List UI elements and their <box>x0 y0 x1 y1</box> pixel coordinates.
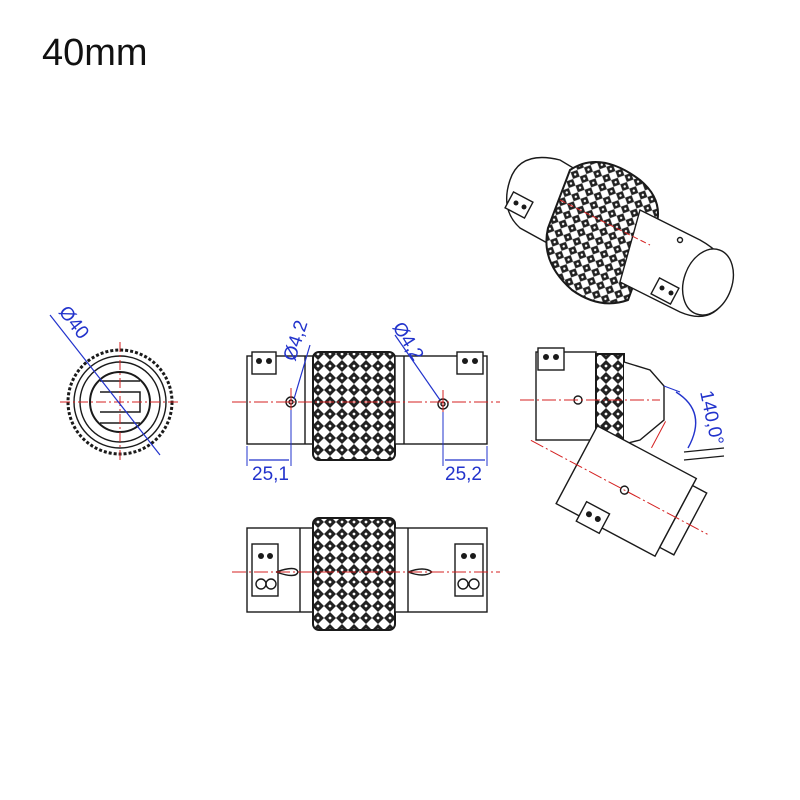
end-view <box>49 314 180 462</box>
dim-end-diameter: Ø40 <box>54 302 93 343</box>
isometric-view <box>504 156 735 318</box>
page-title: 40mm <box>42 32 148 74</box>
dim-offset-right: 25,2 <box>445 464 482 485</box>
angled-view <box>520 347 725 558</box>
front-view <box>232 334 500 466</box>
bottom-view <box>232 517 500 631</box>
dim-offset-left: 25,1 <box>252 464 289 485</box>
dim-angle: 140,0° <box>695 389 727 447</box>
